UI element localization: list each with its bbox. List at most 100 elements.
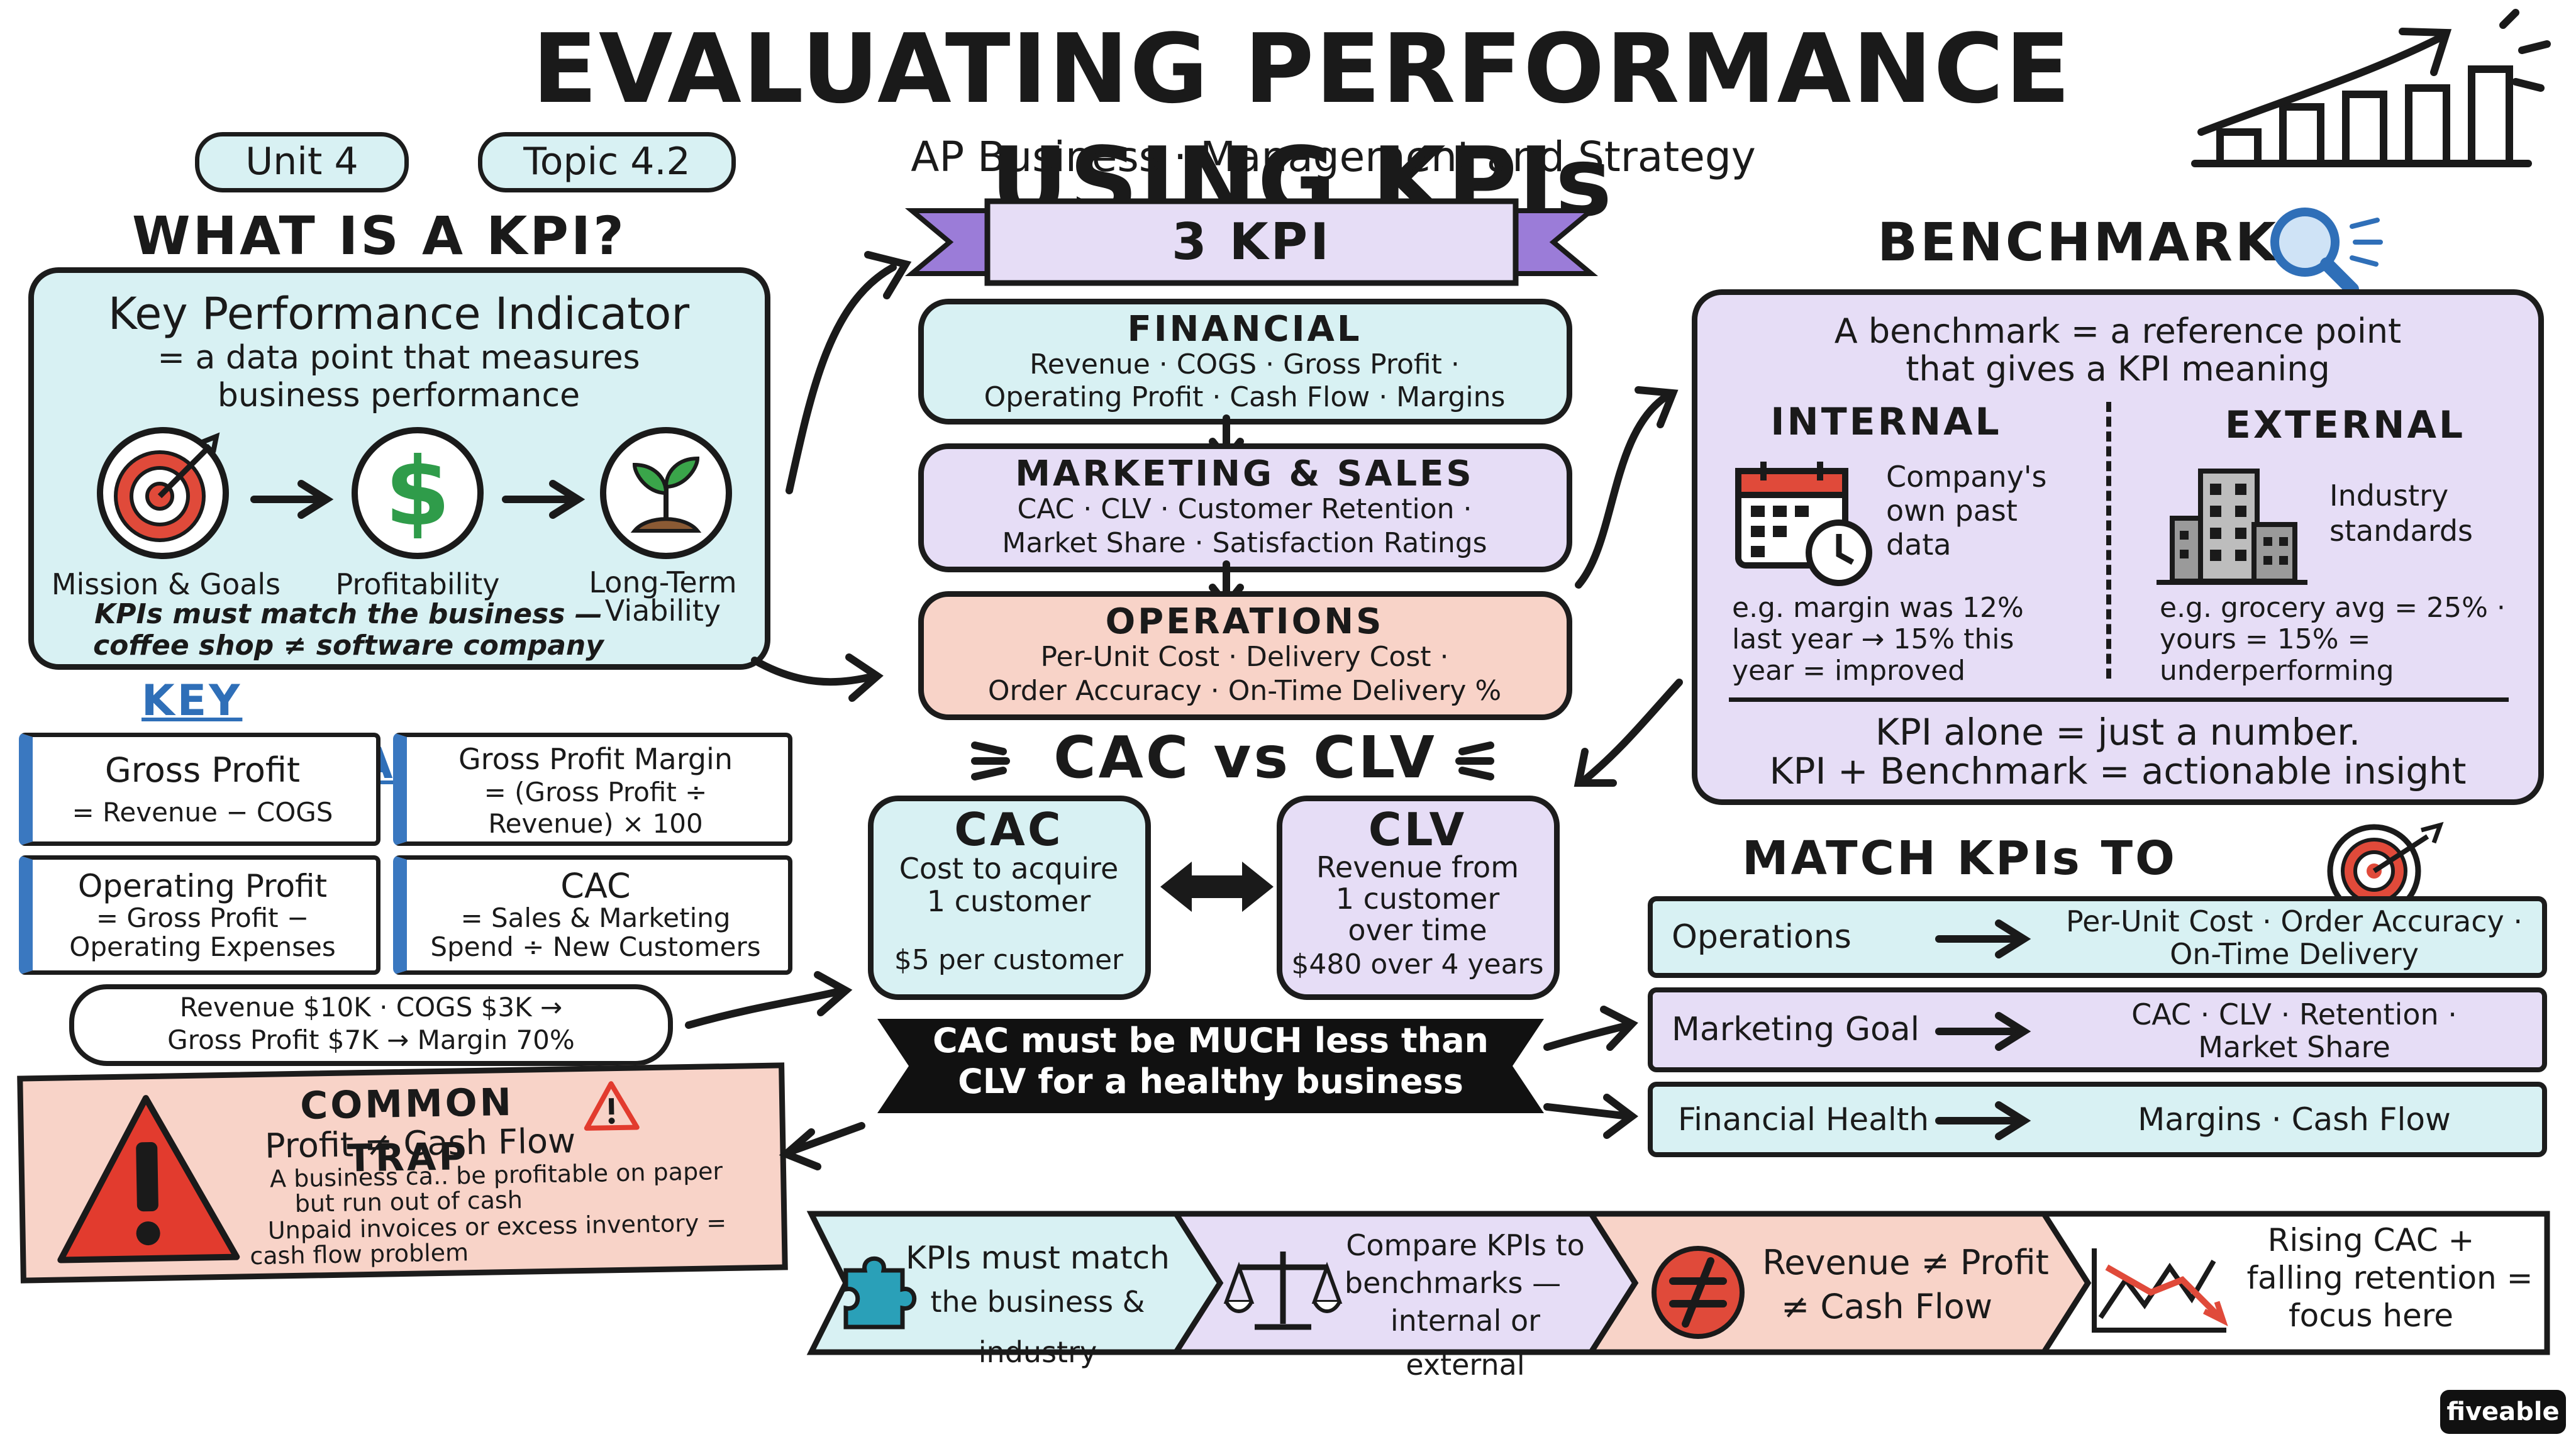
trap-line-4: cash flow problem: [250, 1238, 469, 1270]
target-icon: [97, 427, 229, 559]
brand-badge: fiveable: [2440, 1390, 2566, 1434]
formula-operating-profit: Operating Profit = Gross Profit − Operat…: [19, 855, 380, 975]
clv-line-2: 1 customer: [1335, 882, 1500, 916]
goal-name: Financial Health: [1678, 1101, 1929, 1138]
formula-name: CAC: [560, 866, 631, 906]
kpi-definition-line-2: business performance: [217, 377, 580, 414]
category-kpis: Operating Profit · Cash Flow · Margins: [984, 381, 1506, 413]
arrow-right-icon: [250, 480, 334, 519]
formula-text: = (Gross Profit ÷: [484, 777, 708, 808]
takeaway-2-line-3: internal or external: [1390, 1304, 1541, 1382]
internal-example-3: year = improved: [1732, 655, 1966, 687]
long-term-label: Long-Term: [589, 565, 737, 599]
not-equal-icon: [1652, 1246, 1745, 1339]
external-example-1: e.g. grocery avg = 25% ·: [2160, 592, 2506, 624]
category-kpis: CAC · CLV · Customer Retention ·: [1017, 493, 1472, 525]
internal-desc-3: data: [1886, 528, 1951, 562]
kpi-term: Key Performance Indicator: [108, 288, 690, 340]
warning-icon: [57, 1095, 240, 1263]
mission-goals-label: Mission & Goals: [51, 567, 281, 601]
category-kpis: Market Share · Satisfaction Ratings: [1002, 527, 1487, 559]
takeaway-strip-shapes: [806, 1211, 2550, 1355]
clv-title: CLV: [1368, 803, 1467, 856]
takeaway-4-line-1: Rising CAC +: [2267, 1222, 2475, 1258]
sprout-icon: [600, 427, 732, 559]
topic-badge: Topic 4.2: [478, 132, 736, 192]
arrow-right-icon: [502, 480, 586, 519]
what-is-kpi-heading: WHAT IS A KPI?: [132, 205, 626, 267]
goal-row-marketing: Marketing Goal CAC · CLV · Retention · M…: [1648, 987, 2547, 1072]
category-kpis: Revenue · COGS · Gross Profit ·: [1030, 348, 1460, 380]
goal-kpis: Margins · Cash Flow: [2138, 1101, 2451, 1138]
common-trap-card: COMMON TRAP Profit ≠ Cash Flow A busines…: [17, 1062, 788, 1284]
takeaway-4-line-2: falling retention =: [2246, 1260, 2533, 1296]
benchmarks-heading: BENCHMARKS: [1877, 211, 2319, 273]
cac-clv-banner-line-2: CLV for a healthy business: [958, 1062, 1463, 1101]
formula-text: = Revenue − COGS: [72, 797, 333, 828]
cac-vs-clv-heading: CAC vs CLV: [1053, 724, 1437, 791]
internal-desc-2: own past: [1886, 494, 2018, 528]
svg-text:$: $: [385, 438, 450, 547]
categories-banner-text: 3 KPI CATEGORIES: [1063, 213, 1438, 353]
goal-kpis: Market Share: [2198, 1030, 2390, 1064]
formula-text: Spend ÷ New Customers: [430, 931, 761, 962]
double-arrow-icon: [1160, 862, 1274, 912]
goal-kpis: CAC · CLV · Retention ·: [2131, 997, 2457, 1031]
summary-divider: [1729, 697, 2509, 702]
goal-kpis: On-Time Delivery: [2170, 937, 2419, 971]
kpi-definition-card: Key Performance Indicator = a data point…: [28, 267, 770, 670]
formula-name: Gross Profit Margin: [458, 742, 733, 776]
category-operations: OPERATIONS Per-Unit Cost · Delivery Cost…: [918, 591, 1572, 720]
cac-title: CAC: [954, 803, 1063, 856]
benchmark-summary-2: KPI + Benchmark = actionable insight: [1769, 750, 2467, 792]
formula-text: = Gross Profit −: [96, 902, 309, 933]
category-title: OPERATIONS: [1105, 601, 1384, 642]
clv-line-1: Revenue from: [1316, 850, 1519, 884]
unit-badge: Unit 4: [195, 132, 409, 192]
scale-icon: [1223, 1252, 1343, 1330]
example-line-1: Revenue $10K · COGS $3K →: [179, 992, 563, 1023]
goal-name: Operations Goal: [1672, 918, 1852, 1028]
formula-example-bubble: Revenue $10K · COGS $3K → Gross Profit $…: [69, 984, 673, 1066]
cac-card: CAC Cost to acquire 1 customer $5 per cu…: [868, 796, 1151, 1000]
cac-clv-banner-shape: [877, 1019, 1544, 1113]
takeaway-1-line-2: the business & industry: [930, 1285, 1145, 1369]
formula-name: Operating Profit: [77, 868, 328, 904]
takeaway-4-line-3: focus here: [2289, 1297, 2453, 1334]
emphasis-marks-left: [971, 741, 1010, 780]
match-goals-heading: MATCH KPIs TO GOALS: [1742, 831, 2177, 955]
clv-example: $480 over 4 years: [1291, 948, 1544, 980]
growth-chart-icon: [2191, 9, 2551, 167]
external-example-3: underperforming: [2160, 655, 2394, 687]
category-title: FINANCIAL: [1127, 309, 1362, 350]
small-warning-icon: [584, 1081, 640, 1131]
calendar-clock-icon: [1735, 462, 1872, 586]
formula-name: Gross Profit: [104, 750, 301, 790]
formula-text: = Sales & Marketing: [460, 902, 731, 933]
goal-row-financial: Financial Health Margins · Cash Flow: [1648, 1082, 2547, 1157]
kpi-note-line-2: coffee shop ≠ software company: [93, 630, 604, 662]
takeaway-3-line-2: ≠ Cash Flow: [1781, 1287, 1992, 1326]
benchmarks-card: A benchmark = a reference point that giv…: [1692, 289, 2544, 805]
course-subtitle: AP Business · Management and Strategy: [911, 133, 1756, 181]
example-line-2: Gross Profit $7K → Margin 70%: [167, 1024, 575, 1055]
formula-cac: CAC = Sales & Marketing Spend ÷ New Cust…: [393, 855, 792, 975]
benchmark-summary-1: KPI alone = just a number.: [1875, 711, 2361, 753]
page-title: EVALUATING PERFORMANCE USING KPIs: [532, 13, 2072, 238]
categories-ribbon: [904, 198, 1599, 286]
kpi-definition-line-1: = a data point that measures: [157, 339, 640, 377]
formula-text: Operating Expenses: [69, 931, 336, 962]
cac-line-1: Cost to acquire: [899, 852, 1119, 886]
clv-line-3: over time: [1348, 913, 1487, 947]
internal-example-2: last year → 15% this: [1732, 623, 2014, 655]
formula-gross-profit-margin: Gross Profit Margin = (Gross Profit ÷ Re…: [393, 733, 792, 846]
arrow-right-icon: [1935, 919, 2031, 958]
internal-example-1: e.g. margin was 12%: [1732, 592, 2024, 624]
external-example-2: yours = 15% =: [2160, 623, 2371, 655]
arrow-right-icon: [1935, 1012, 2031, 1051]
dollar-icon: $: [352, 427, 484, 559]
buildings-icon: [2157, 469, 2307, 585]
clv-card: CLV Revenue from 1 customer over time $4…: [1277, 796, 1560, 1000]
category-title: MARKETING & SALES: [1015, 453, 1474, 494]
